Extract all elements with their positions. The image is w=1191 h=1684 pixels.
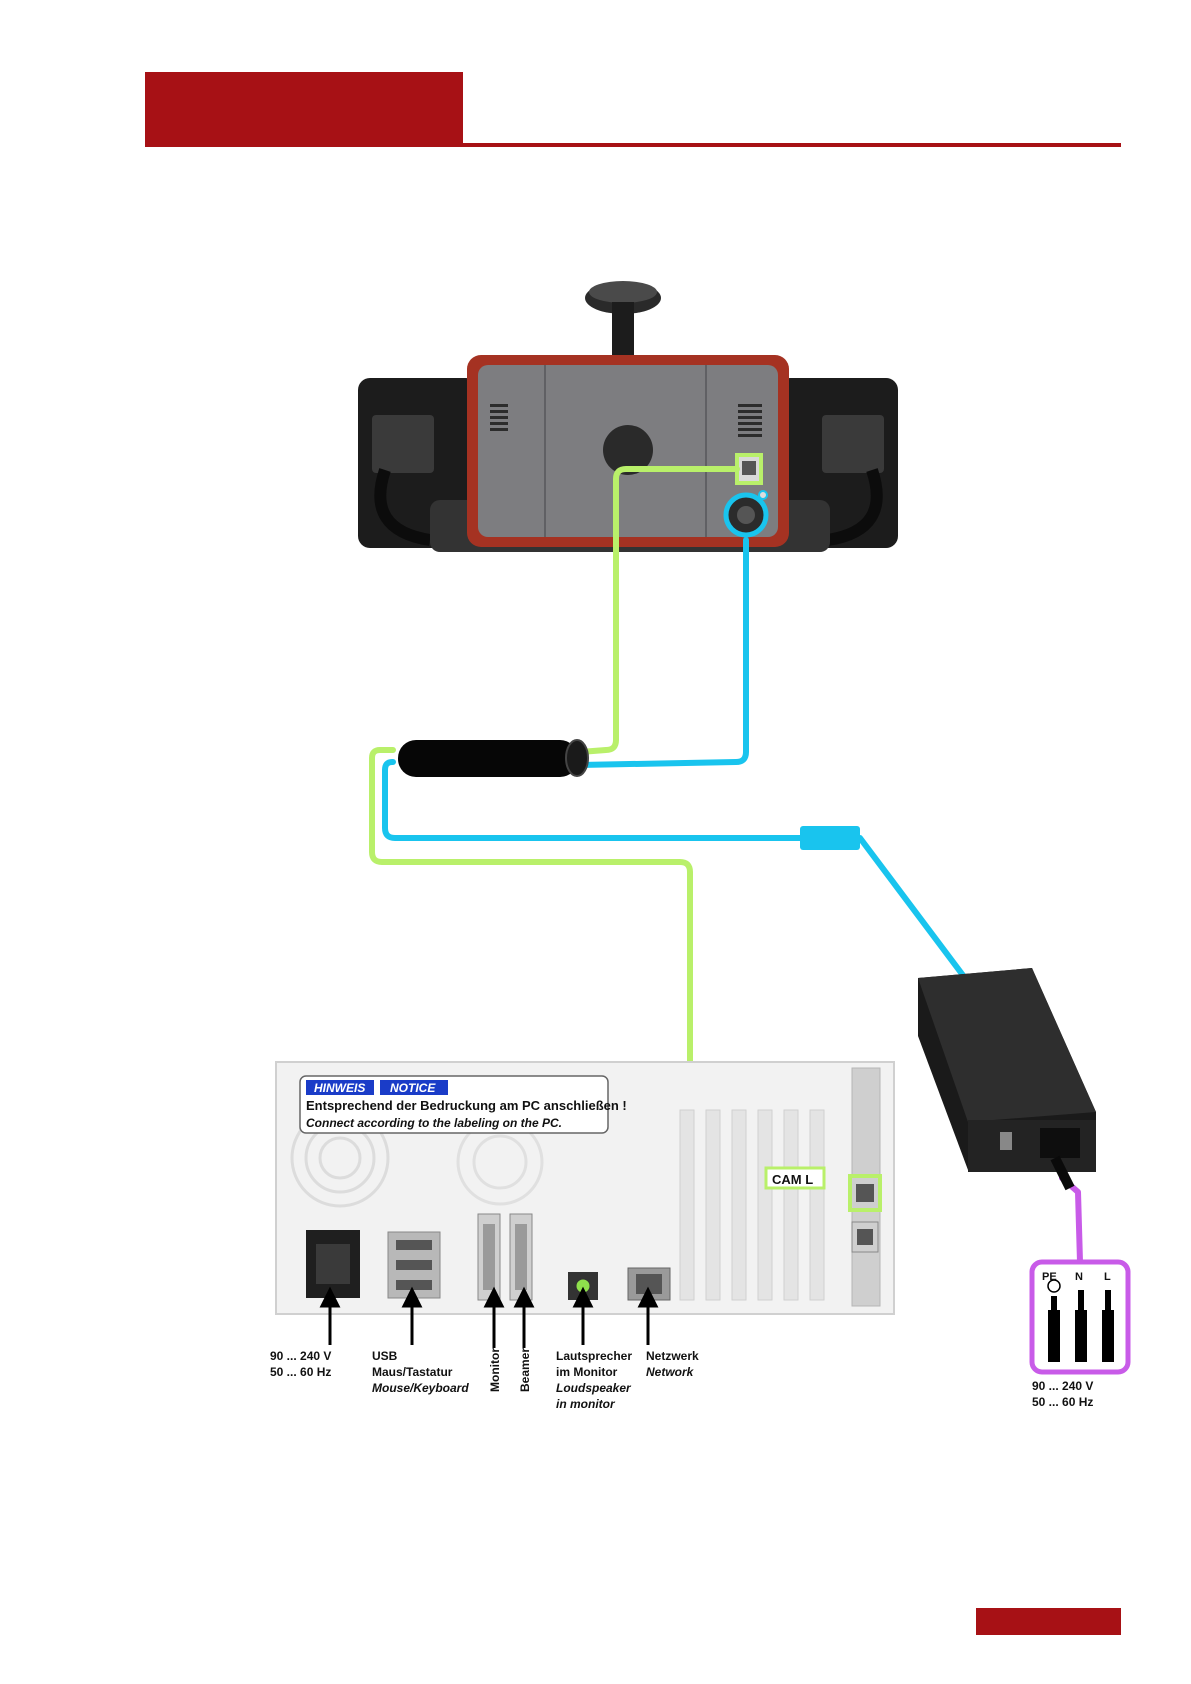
notice-text-de: Entsprechend der Bedruckung am PC anschl… [306, 1098, 627, 1113]
speaker-label-en-1: Loudspeaker [556, 1381, 632, 1395]
power-supply [918, 968, 1096, 1188]
footer-red-block [976, 1608, 1121, 1635]
usb-title: USB [372, 1349, 398, 1363]
speaker-label-de-1: Lautsprecher [556, 1349, 632, 1363]
network-label-en: Network [646, 1365, 695, 1379]
cable-sleeve [398, 740, 588, 777]
monitor-label: Monitor [488, 1348, 502, 1392]
header-red-block [145, 72, 463, 146]
cam-l-label: CAM L [772, 1172, 813, 1187]
camera-unit [358, 281, 898, 552]
pc-power-frequency: 50 ... 60 Hz [270, 1365, 331, 1379]
plug-frequency: 50 ... 60 Hz [1032, 1395, 1093, 1409]
usb-label-de: Maus/Tastatur [372, 1365, 453, 1379]
notice-badge-de-label: HINWEIS [314, 1081, 365, 1095]
speaker-label-en-2: in monitor [556, 1397, 616, 1411]
speaker-label-de-2: im Monitor [556, 1365, 618, 1379]
pc-power-voltage: 90 ... 240 V [270, 1349, 331, 1363]
inline-connector [800, 826, 860, 850]
plug-pe-label: PE [1042, 1271, 1057, 1283]
plug-voltage: 90 ... 240 V [1032, 1379, 1093, 1393]
notice-badge-en-label: NOTICE [390, 1081, 436, 1095]
header-rule [145, 143, 1121, 147]
usb-label-en: Mouse/Keyboard [372, 1381, 469, 1395]
notice-text-en: Connect according to the labeling on the… [306, 1116, 562, 1130]
plug-n-label: N [1075, 1271, 1083, 1283]
mains-cable [1062, 1178, 1080, 1262]
plug-l-label: L [1104, 1271, 1111, 1283]
network-label-de: Netzwerk [646, 1349, 699, 1363]
beamer-label: Beamer [518, 1348, 532, 1392]
